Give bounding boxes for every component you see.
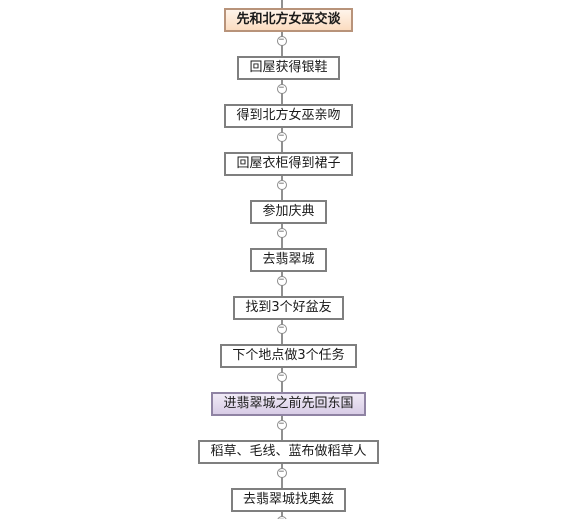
flow-node: 稻草、毛线、蓝布做稻草人 [0, 440, 577, 464]
collapse-toggle-icon[interactable]: − [276, 516, 287, 519]
collapse-toggle-icon[interactable]: − [276, 372, 287, 382]
flow-node-box[interactable]: 进翡翠城之前先回东国 [211, 392, 366, 416]
collapse-toggle-icon[interactable]: − [276, 132, 287, 142]
flow-node: 下个地点做3个任务 [0, 344, 577, 368]
flow-node-box[interactable]: 去翡翠城找奥兹 [230, 488, 346, 512]
flow-node-box[interactable]: 找到3个好盆友 [233, 296, 344, 320]
flow-node: 去翡翠城找奥兹 [0, 488, 577, 512]
flow-node-box[interactable]: 稻草、毛线、蓝布做稻草人 [198, 440, 379, 464]
flow-node: 去翡翠城 [0, 248, 577, 272]
flow-node-box[interactable]: 回屋获得银鞋 [237, 56, 340, 80]
collapse-toggle-icon[interactable]: − [276, 84, 287, 94]
flow-node: 进翡翠城之前先回东国 [0, 392, 577, 416]
collapse-toggle-icon[interactable]: − [276, 276, 287, 286]
collapse-toggle-icon[interactable]: − [276, 324, 287, 334]
flow-node-box[interactable]: 回屋衣柜得到裙子 [224, 152, 353, 176]
flow-node: 参加庆典 [0, 200, 577, 224]
flow-node: 先和北方女巫交谈 [0, 8, 577, 32]
collapse-toggle-icon[interactable]: − [276, 180, 287, 190]
collapse-toggle-icon[interactable]: − [276, 420, 287, 430]
flow-node: 找到3个好盆友 [0, 296, 577, 320]
flow-node-box[interactable]: 得到北方女巫亲吻 [224, 104, 353, 128]
flow-node-box[interactable]: 去翡翠城 [250, 248, 327, 272]
flow-node-box[interactable]: 先和北方女巫交谈 [224, 8, 353, 32]
flow-node-box[interactable]: 参加庆典 [250, 200, 327, 224]
collapse-toggle-icon[interactable]: − [276, 468, 287, 478]
flow-node-box[interactable]: 下个地点做3个任务 [220, 344, 357, 368]
flow-node: 得到北方女巫亲吻 [0, 104, 577, 128]
collapse-toggle-icon[interactable]: − [276, 228, 287, 238]
collapse-toggle-icon[interactable]: − [276, 36, 287, 46]
flow-node: 回屋衣柜得到裙子 [0, 152, 577, 176]
flow-node: 回屋获得银鞋 [0, 56, 577, 80]
